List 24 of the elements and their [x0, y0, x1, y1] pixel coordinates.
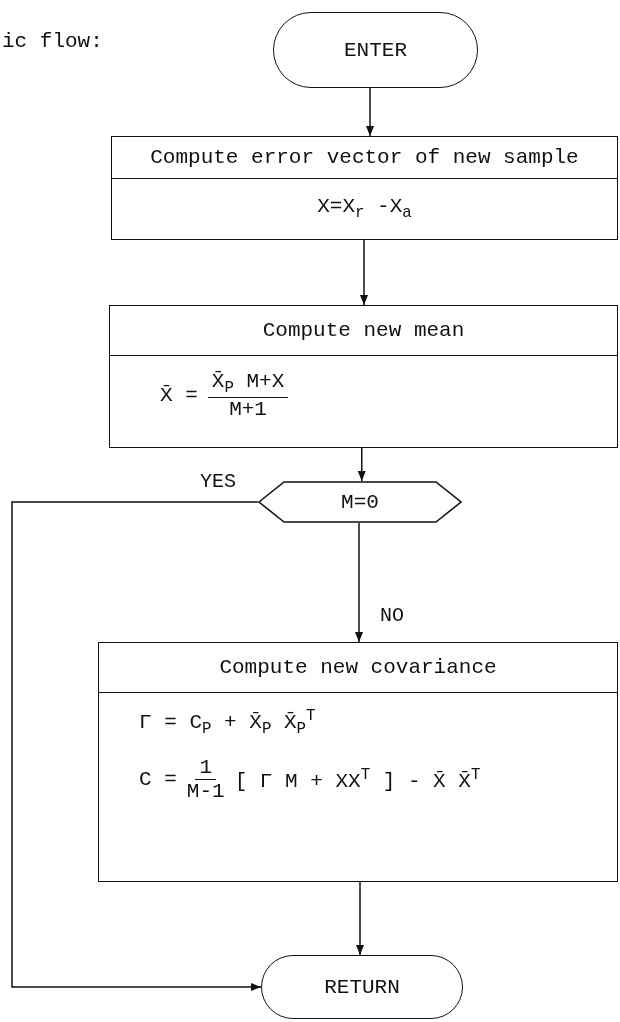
process-box [109, 305, 618, 448]
process-box [111, 136, 618, 240]
fraction-numerator: 1 [195, 756, 216, 781]
step-title: Compute error vector of new sample [150, 146, 579, 169]
fraction-denominator: M-1 [186, 780, 225, 804]
terminator-text: RETURN [324, 975, 400, 999]
arrow [355, 881, 365, 956]
arrow [359, 239, 369, 306]
arrow [357, 447, 366, 482]
fraction-denominator: M+1 [229, 398, 267, 422]
step-title: Compute new covariance [219, 656, 497, 679]
process-box [98, 642, 618, 882]
arrow [354, 522, 364, 643]
condition-text: M=0 [341, 490, 379, 514]
formula: X=X$_{r}$ -X$_{a}$ [317, 194, 412, 223]
formula: C = [139, 768, 177, 792]
fraction-numerator: X̄$_{P}$ M+X [207, 370, 289, 399]
arrow [365, 87, 375, 137]
arrow [11, 501, 262, 992]
step-title: Compute new mean [262, 319, 465, 342]
formula: X̄ = [160, 384, 198, 408]
terminator-text: ENTER [344, 38, 407, 62]
formula: [ Γ M + XX$^{T}$ ] - X̄ X̄$^{T}$ [234, 766, 481, 794]
decision-hexagon [258, 481, 462, 523]
